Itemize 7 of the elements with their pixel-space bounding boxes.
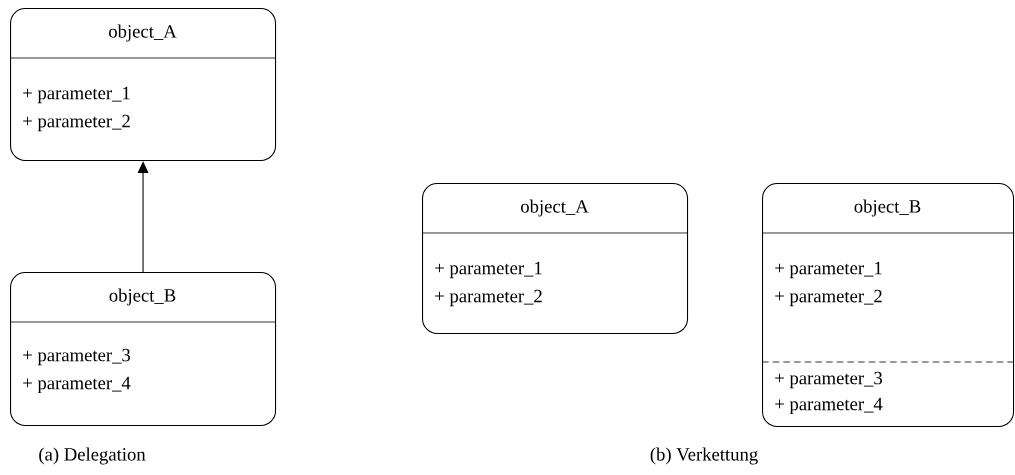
class-box: object_B + parameter_1 + parameter_2 + parameter_3 + parameter_4 [761, 183, 1015, 428]
class-box: object_B + parameter_3 + parameter_4 [9, 272, 277, 427]
subfigure-caption: (a) Delegation [39, 447, 146, 465]
arrow [137, 161, 149, 273]
subfigure-caption: (b) Verkettung [650, 447, 758, 465]
class-box: object_A + parameter_1 + parameter_2 [421, 183, 689, 335]
class-box: object_A + parameter_1 + parameter_2 [9, 8, 277, 162]
